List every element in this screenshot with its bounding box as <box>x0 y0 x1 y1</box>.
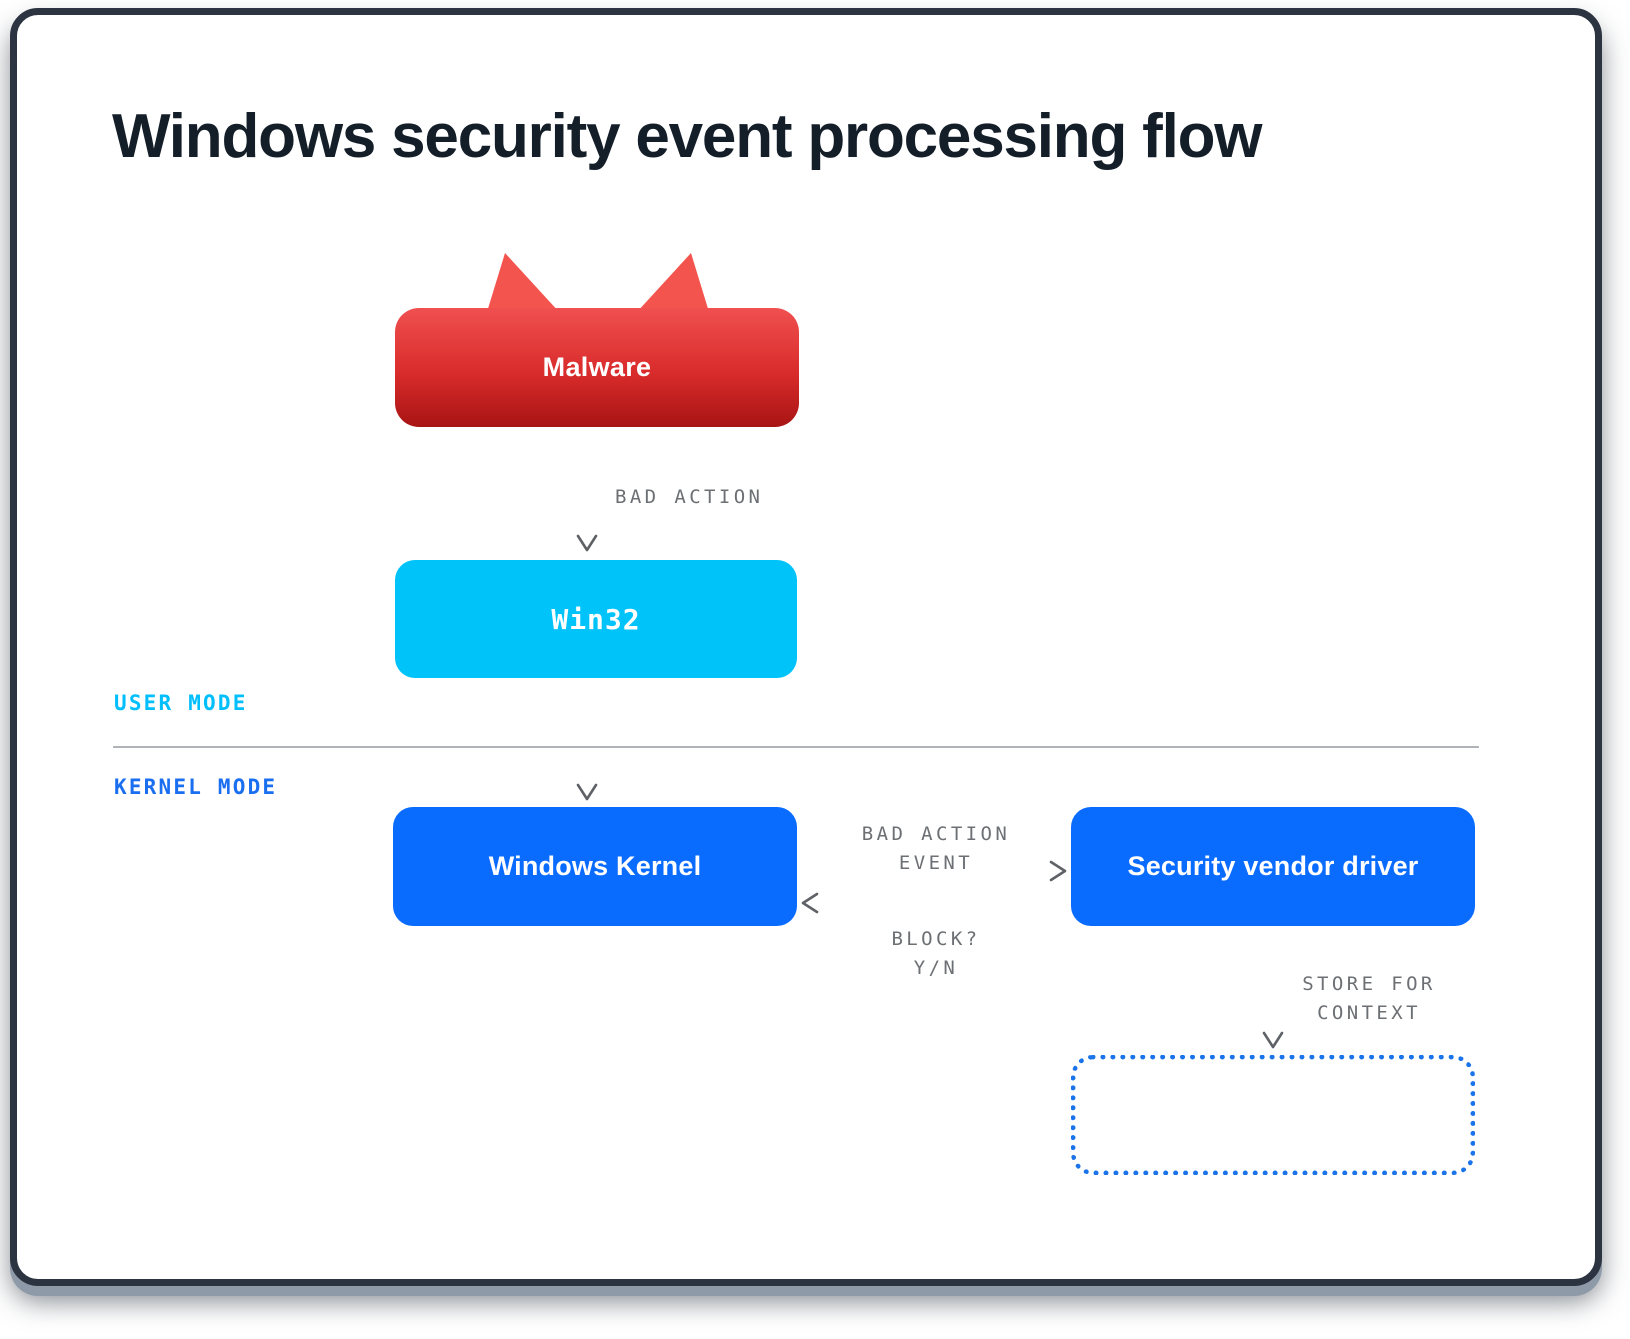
diagram-card: Windows security event processing flow <box>10 8 1602 1286</box>
node-malware[interactable]: Malware <box>395 308 799 427</box>
edge-label-bad-action: BAD ACTION <box>615 486 764 508</box>
band-label-user-mode: USER MODE <box>114 691 248 715</box>
edge-label-bad-action-event: BAD ACTION EVENT <box>861 823 1011 874</box>
node-windows-kernel[interactable]: Windows Kernel <box>393 807 797 926</box>
node-malware-label: Malware <box>542 352 652 382</box>
node-security-vendor-driver-label: Security vendor driver <box>1127 851 1419 882</box>
band-label-kernel-mode: KERNEL MODE <box>114 775 278 799</box>
edge-label-block-yn: BLOCK? Y/N <box>891 928 981 979</box>
edge-vendor-to-store <box>1262 927 1284 1049</box>
node-win32-label: Win32 <box>551 602 641 636</box>
mode-divider <box>113 746 1479 748</box>
edge-vendor-to-kernel <box>801 892 1063 914</box>
node-security-vendor-driver[interactable]: Security vendor driver <box>1071 807 1475 926</box>
edge-malware-to-win32 <box>576 428 598 552</box>
node-context-store[interactable] <box>1071 1055 1475 1175</box>
edge-label-store-for-context: STORE FOR CONTEXT <box>1302 973 1436 1024</box>
edge-win32-to-kernel <box>576 679 598 801</box>
node-win32[interactable]: Win32 <box>395 560 797 678</box>
page-title: Windows security event processing flow <box>112 102 1263 171</box>
node-windows-kernel-label: Windows Kernel <box>488 851 702 881</box>
